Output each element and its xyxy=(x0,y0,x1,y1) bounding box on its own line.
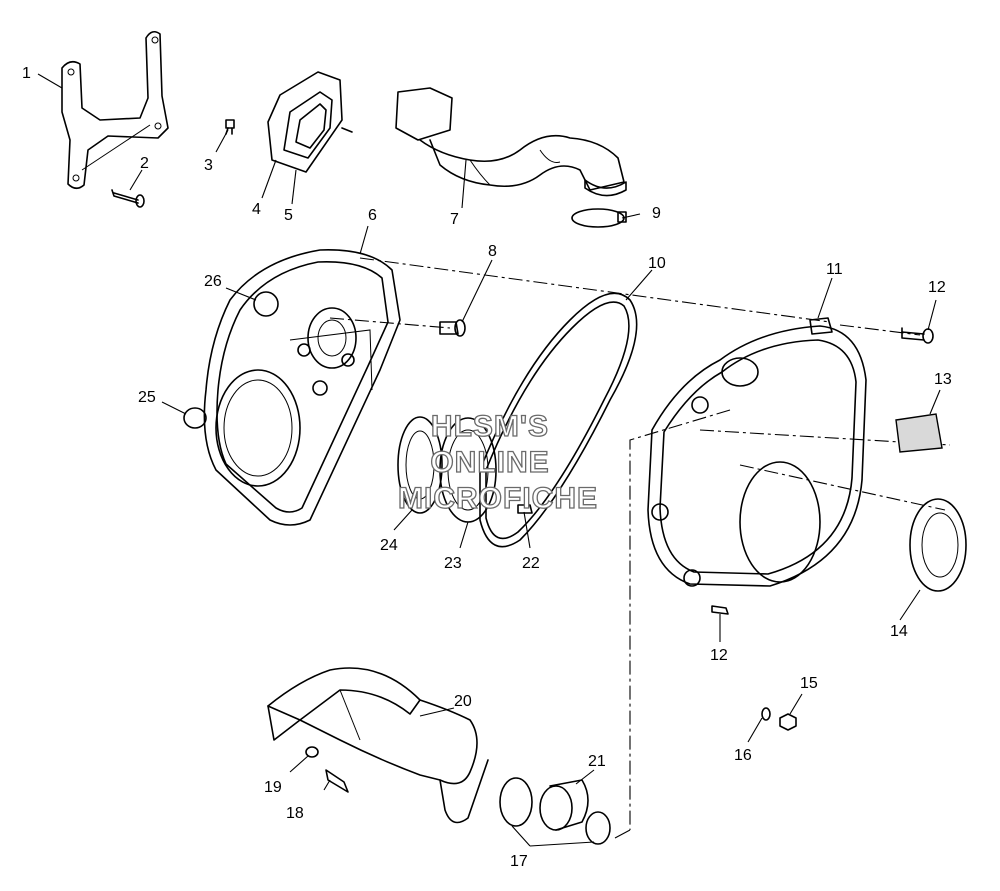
callout-3: 3 xyxy=(204,157,213,174)
part-12-screw-top xyxy=(901,327,934,344)
callout-20: 20 xyxy=(454,693,472,710)
part-9-hose-clamp xyxy=(571,208,627,228)
callout-15: 15 xyxy=(800,675,818,692)
part-17-clamp-left xyxy=(499,777,533,827)
leader-lines xyxy=(37,73,941,847)
watermark-line-3: MICROFICHE xyxy=(398,482,598,515)
callout-18: 18 xyxy=(286,805,304,822)
part-15-nut xyxy=(779,713,797,731)
part-21-coupler xyxy=(539,779,589,831)
callout-25: 25 xyxy=(138,389,156,406)
part-13-decal xyxy=(895,413,943,453)
callout-26: 26 xyxy=(204,273,222,290)
callout-23: 23 xyxy=(444,555,462,572)
callout-14: 14 xyxy=(890,623,908,640)
callout-11: 11 xyxy=(826,261,843,278)
callout-7: 7 xyxy=(450,211,459,228)
callout-12-bottom: 12 xyxy=(710,647,728,664)
callout-24: 24 xyxy=(380,537,398,554)
part-17-clamp-right xyxy=(585,811,611,845)
part-22-screw xyxy=(517,504,533,514)
part-4-5-intake-boot xyxy=(267,71,353,173)
part-24-seal xyxy=(397,416,443,514)
part-19-washer xyxy=(305,746,319,758)
callout-10: 10 xyxy=(648,255,666,272)
watermark-line-1: HLSM'S xyxy=(431,410,549,443)
part-2-bolt xyxy=(111,189,145,208)
callout-19: 19 xyxy=(264,779,282,796)
callout-21: 21 xyxy=(588,753,606,770)
callout-4: 4 xyxy=(252,201,261,218)
part-11-outer-cover xyxy=(647,317,867,587)
part-16-washer xyxy=(761,707,771,721)
callout-9: 9 xyxy=(652,205,661,222)
part-7-intake-duct xyxy=(395,87,627,197)
callout-13: 13 xyxy=(934,371,952,388)
part-20-duct xyxy=(267,667,489,824)
watermark-line-2: ONLINE xyxy=(430,446,549,479)
part-6-inner-cover xyxy=(203,249,401,526)
part-18-bolt xyxy=(325,769,349,793)
part-8-bolt xyxy=(439,319,466,337)
callout-5: 5 xyxy=(284,207,293,224)
callout-8: 8 xyxy=(488,243,497,260)
callouts: 1 2 3 4 5 6 7 8 9 10 11 12 12 13 14 15 1… xyxy=(22,65,952,870)
callout-2: 2 xyxy=(140,155,149,172)
callout-12-top: 12 xyxy=(928,279,946,296)
part-10-drive-belt xyxy=(479,292,638,548)
callout-22: 22 xyxy=(522,555,540,572)
part-14-gasket xyxy=(909,498,967,592)
part-1-bracket xyxy=(61,30,169,190)
callout-16: 16 xyxy=(734,747,752,764)
callout-17: 17 xyxy=(510,853,528,870)
callout-1: 1 xyxy=(22,65,31,82)
callout-6: 6 xyxy=(368,207,377,224)
part-12-screw-bottom xyxy=(711,605,729,615)
assembly-lines xyxy=(329,257,951,839)
watermark: HLSM'S ONLINE MICROFICHE xyxy=(397,409,598,515)
part-25-plug xyxy=(183,407,207,429)
